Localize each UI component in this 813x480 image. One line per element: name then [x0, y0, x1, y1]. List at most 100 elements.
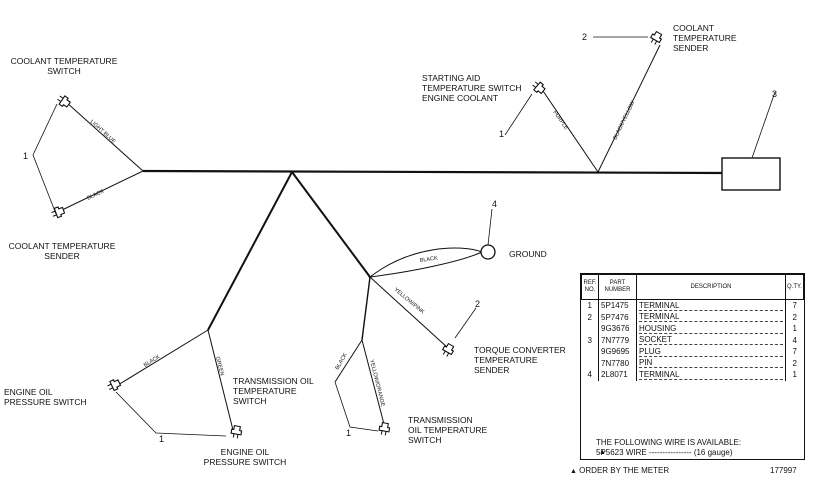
wire-note-title: THE FOLLOWING WIRE IS AVAILABLE: — [596, 438, 742, 447]
ref-number: 4 — [492, 199, 497, 209]
cell-qty: 2 — [792, 312, 797, 322]
cell-ref — [581, 323, 599, 335]
ref-leader-trans-oil — [334, 381, 379, 432]
wire-note-part: 5P5623 — [596, 448, 624, 457]
ref-number: 2 — [475, 299, 480, 309]
coolant-sender-connector — [49, 205, 66, 220]
cell-qty: 7 — [792, 347, 797, 357]
cell-ref: 4 — [581, 369, 599, 381]
wire-label-green: GREEN — [214, 356, 225, 376]
wire-black-yellow — [597, 44, 661, 173]
header-desc: DESCRIPTION — [636, 274, 786, 300]
coolant-sender-top-connector — [648, 30, 664, 47]
engine-oil-connector-left — [105, 377, 122, 393]
cell-part: 7N7779 — [598, 334, 637, 346]
cell-ref — [581, 346, 599, 358]
trans-oil-connector — [377, 421, 391, 437]
cell-part: 7N7780 — [598, 357, 637, 369]
cell-ref: 2 — [581, 311, 599, 323]
wire-green — [207, 329, 234, 431]
wire-light-blue — [65, 101, 144, 172]
cell-part: 9G9695 — [598, 346, 637, 358]
ref-leader-coolant-left — [32, 103, 58, 215]
wire-black-engine — [117, 329, 209, 386]
wire-label-light-blue: LIGHT BLUE — [89, 119, 117, 145]
header-ref: REF.NO. — [581, 274, 599, 300]
wire-black-left — [59, 170, 144, 212]
cell-ref: 3 — [581, 334, 599, 346]
ref-number: 3 — [772, 89, 777, 99]
wire-label-black-trans: BLACK — [335, 352, 349, 371]
cell-desc: HOUSING — [636, 323, 786, 335]
connector-housing — [721, 157, 781, 191]
cell-ref: 1 — [581, 299, 599, 312]
figure-number: 177997 — [770, 466, 797, 475]
ref-number: 1 — [346, 428, 351, 438]
coolant-switch-connector — [55, 93, 72, 110]
order-triangle-icon: ▲ — [599, 449, 606, 456]
cell-desc: TERMINAL — [636, 299, 786, 312]
cell-desc: TERMINAL — [636, 311, 786, 323]
cell-qty: 1 — [792, 370, 797, 380]
wire-note-line: ▲ 5P5623 WIRE ---------------- (16 gauge… — [596, 448, 733, 457]
cell-ref — [581, 357, 599, 369]
wire-label-black-left: BLACK — [86, 188, 105, 201]
cell-qty: 1 — [792, 324, 797, 334]
wire-yellow-orange — [361, 339, 386, 429]
footer-note: ▲ ORDER BY THE METER — [570, 466, 669, 475]
label-ground: GROUND — [509, 249, 547, 259]
footer-note-text: ORDER BY THE METER — [579, 466, 670, 475]
header-qty: Q.TY. — [785, 274, 804, 300]
cell-desc: TERMINAL — [636, 369, 786, 381]
wire-note: THE FOLLOWING WIRE IS AVAILABLE: ▲ 5P562… — [596, 438, 741, 458]
cell-part: 5P7476 — [598, 311, 637, 323]
ref-leader-engine-oil — [115, 391, 227, 437]
main-harness-line — [142, 169, 723, 175]
cell-qty: 2 — [792, 358, 797, 368]
wire-label-purple: PURPLE — [551, 110, 569, 132]
ref-number: 1 — [499, 129, 504, 139]
wire-label-black-yellow: BLACK/YELLOW — [612, 99, 636, 141]
wire-label-yellow-pink: YELLOW/PINK — [393, 287, 426, 316]
cell-qty: 4 — [792, 335, 797, 345]
wire-note-gauge: (16 gauge) — [693, 448, 733, 457]
torque-converter-connector — [440, 342, 456, 359]
cell-desc: PLUG — [636, 346, 786, 358]
wire-yellow-pink — [369, 276, 449, 349]
wire-note-desc: WIRE — [625, 448, 647, 457]
cell-desc: SOCKET — [636, 334, 786, 346]
cell-part: 2L8071 — [598, 369, 637, 381]
ref-number: 2 — [582, 32, 587, 42]
cell-desc: PIN — [636, 357, 786, 369]
ref-number: 1 — [23, 151, 28, 161]
cell-part: 5P1475 — [598, 299, 637, 312]
ref-number: 1 — [159, 434, 164, 444]
order-triangle-icon: ▲ — [570, 468, 577, 475]
cell-qty: 7 — [792, 301, 797, 311]
wire-label-black-engine: BLACK — [143, 354, 162, 369]
cell-part: 9G3676 — [598, 323, 637, 335]
wire-label-yellow-orange: YELLOW/ORANGE — [368, 359, 386, 408]
wire-label-black-ground: BLACK — [419, 255, 438, 263]
wire-purple — [540, 87, 599, 173]
